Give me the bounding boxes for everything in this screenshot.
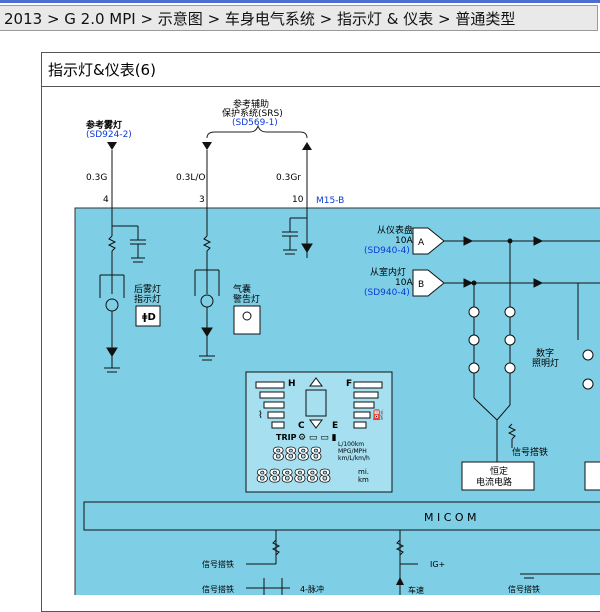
const-current-label-2: 电流电路	[476, 476, 512, 488]
constant-current-box	[461, 461, 535, 491]
vehicle-speed-label: 车速	[408, 585, 424, 595]
pulse-label: 4-脉冲	[300, 584, 324, 594]
airbag-person-icon	[242, 311, 252, 321]
wire-1-label: 0.3G	[86, 173, 107, 183]
constant-current-circuit	[473, 397, 517, 462]
from-cluster-label-2: 10A	[395, 236, 413, 246]
from-room-code[interactable]: (SD940-4)	[364, 288, 410, 298]
breadcrumb[interactable]: 2013 > G 2.0 MPI > 示意图 > 车身电气系统 > 指示灯 & …	[0, 5, 598, 31]
pin-1-label: 4	[103, 195, 109, 205]
wire-2-arrow-icon	[202, 142, 212, 150]
up-arrow-icon	[309, 377, 323, 387]
ig-plus-label: IG+	[430, 560, 445, 569]
wiring-diagram: 参考雾灯 (SD924-2) 参考辅助 保护系统(SRS) (SD569-1) …	[74, 98, 600, 595]
from-cluster-label-1: 从仪表盘	[377, 224, 413, 236]
gauge-h-label: H	[288, 379, 296, 389]
segment-display-1: 8888	[272, 444, 322, 465]
constant-current-box-2	[584, 461, 600, 491]
bottom-circuits	[246, 530, 600, 595]
rear-fog-symbol-icon: ǂD	[142, 312, 156, 323]
rear-fog-label-2: 指示灯	[134, 293, 161, 305]
unit-mi-label: mi.	[358, 468, 369, 476]
ref-srs-title-1: 参考辅助	[233, 98, 269, 110]
pin-2-label: 3	[199, 195, 205, 205]
ref-fog-title: 参考雾灯	[86, 119, 122, 131]
from-room-label-2: 10A	[395, 278, 413, 288]
pin-3-label: 10	[292, 195, 304, 205]
trip-icons: ⚙ ▭ ▭ ▮	[298, 433, 337, 443]
signal-shift-label-3: 信号搭铁	[202, 584, 234, 594]
rear-fog-circuit	[99, 208, 146, 368]
from-cluster-code[interactable]: (SD940-4)	[364, 246, 410, 256]
gear-digit-icon	[305, 389, 327, 417]
digital-lamp-label-2: 照明灯	[532, 358, 559, 369]
ref-srs-code[interactable]: (SD569-1)	[232, 118, 278, 128]
temp-gauge-bars	[255, 381, 285, 429]
ref-fog-code[interactable]: (SD924-2)	[86, 130, 132, 140]
wire-2-label: 0.3L/O	[176, 173, 205, 183]
unit-label-3: km/L/km/h	[338, 455, 370, 462]
trip-label: TRIP	[276, 433, 297, 442]
digital-lamp-leds	[468, 306, 594, 390]
segment-display-2: 888888	[256, 466, 331, 487]
micom-block	[83, 501, 600, 531]
unit-label-1: L/100km	[338, 441, 364, 448]
coolant-temp-icon: ⌇	[258, 410, 263, 421]
connector-label[interactable]: M15-B	[316, 196, 344, 206]
ref-srs-title-2: 保护系统(SRS)	[222, 107, 283, 119]
wire-1-arrow-icon	[107, 142, 117, 150]
panel-title: 指示灯&仪表(6)	[42, 53, 600, 87]
fuel-pump-icon: ⛽	[372, 408, 384, 421]
down-arrow-icon	[309, 419, 323, 429]
micom-label: M I C O M	[424, 511, 477, 524]
fuel-gauge-bars	[353, 381, 383, 429]
airbag-label-2: 警告灯	[233, 293, 260, 305]
signal-shift-label-1: 信号搭铁	[512, 446, 548, 458]
from-room-label-1: 从室内灯	[370, 266, 406, 278]
rear-fog-lamp-icon	[135, 305, 161, 327]
vehicle-speed-arrow-icon	[396, 577, 404, 585]
wire-3-arrow-icon	[302, 142, 312, 150]
airbag-circuit	[194, 208, 220, 356]
signal-shift-label-2: 信号搭铁	[202, 559, 234, 569]
const-current-label-1: 恒定	[490, 465, 508, 477]
connector-a-tag: A	[418, 238, 425, 248]
gauge-f-label: F	[346, 379, 352, 389]
unit-label-2: MPG/MPH	[338, 448, 367, 455]
ground-marks	[104, 249, 297, 373]
srs-brace	[206, 124, 308, 139]
rear-fog-label-1: 后雾灯	[134, 284, 161, 295]
wire-3-label: 0.3Gr	[276, 173, 301, 183]
unit-km-label: km	[358, 476, 369, 484]
signal-shift-label-4: 信号搭铁	[508, 584, 540, 594]
digital-lamp-label-1: 数字	[536, 347, 554, 359]
window-top-accent	[0, 0, 600, 3]
gauge-c-label: C	[298, 421, 305, 431]
gauge-e-label: E	[332, 421, 338, 431]
connector-a-icon	[412, 227, 445, 255]
connector-b-icon	[412, 269, 445, 297]
connector-b-tag: B	[418, 280, 424, 290]
srs-circuit	[282, 208, 313, 258]
airbag-label-1: 气囊	[233, 283, 251, 295]
